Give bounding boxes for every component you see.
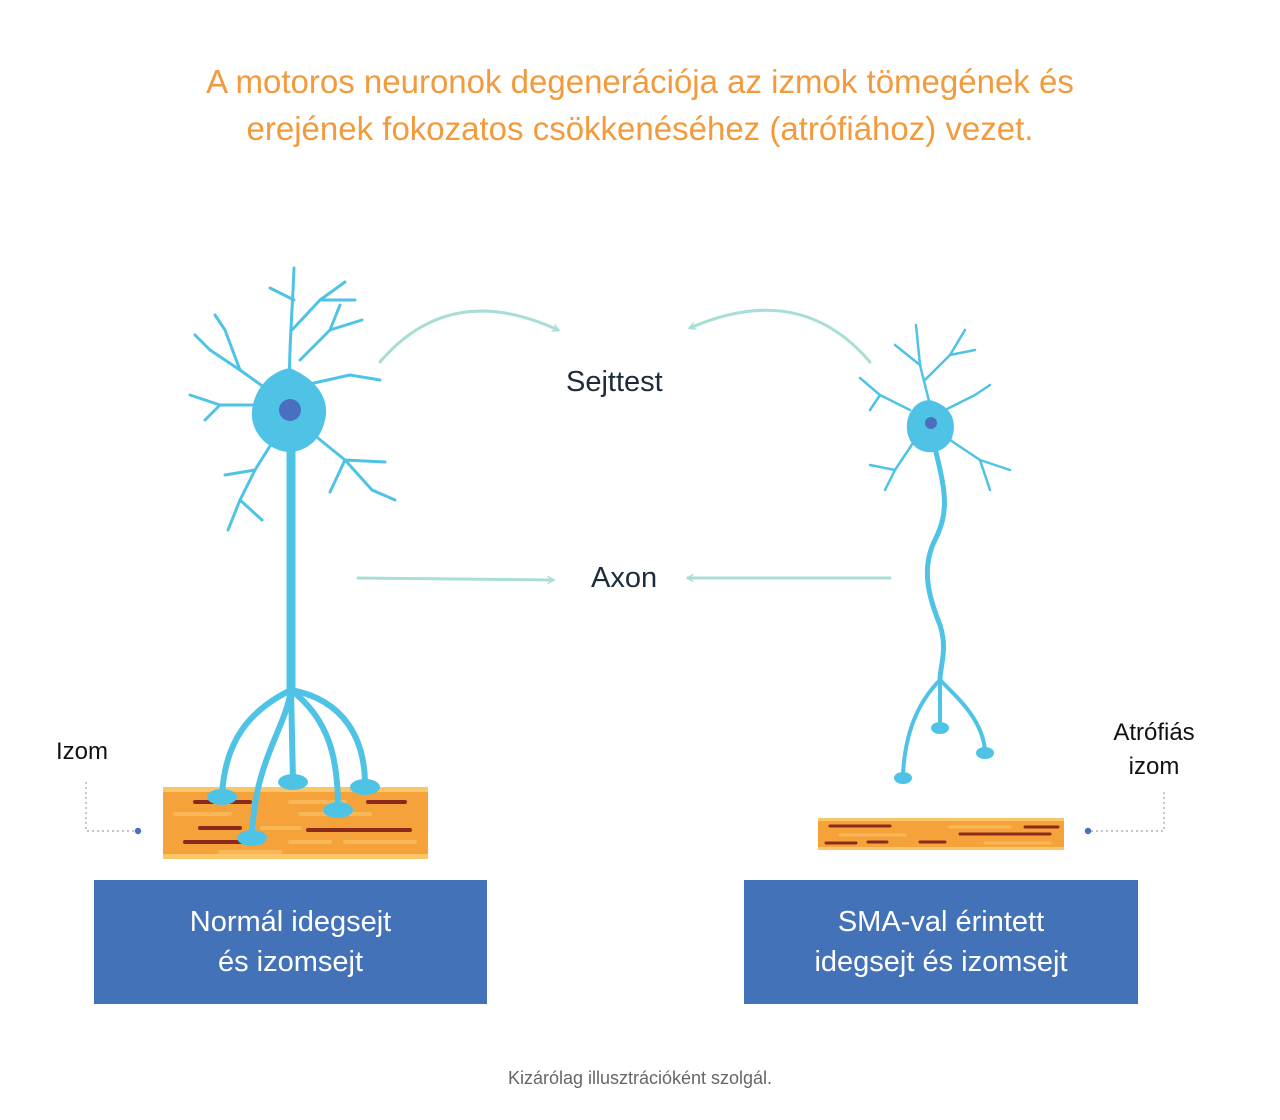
cell-body-label: Sejttest <box>566 366 663 398</box>
normal-neuron <box>188 266 397 846</box>
atrophic-muscle <box>818 818 1064 850</box>
sma-cell-box: SMA-val érintett idegsejt és izomsejt <box>744 880 1138 1004</box>
title-line-1: A motoros neuronok degenerációja az izmo… <box>206 63 1074 100</box>
sma-box-line-1: SMA-val érintett <box>837 906 1045 938</box>
arrow-cell-body-right <box>687 308 872 364</box>
muscle-leader-line <box>85 782 135 832</box>
sma-nucleus <box>925 417 937 429</box>
normal-muscle <box>163 787 428 859</box>
atrophic-muscle-label: Atrófiás izom <box>1096 716 1212 784</box>
sma-neuron <box>858 323 1012 784</box>
normal-box-line-2: és izomsejt <box>217 946 364 978</box>
diagram-title: A motoros neuronok degenerációja az izmo… <box>60 58 1220 152</box>
arrow-cell-body-left <box>378 309 561 364</box>
disclaimer-footer: Kizárólag illusztrációként szolgál. <box>507 1068 773 1088</box>
atrophic-muscle-label-line-1: Atrófiás <box>1113 719 1195 746</box>
axon-label: Axon <box>591 562 658 594</box>
normal-nucleus <box>279 399 301 421</box>
sma-box-line-2: idegsejt és izomsejt <box>814 946 1068 978</box>
atrophic-muscle-leader-dot <box>1084 827 1092 835</box>
atrophic-muscle-label-line-2: izom <box>1128 753 1180 780</box>
normal-box-line-1: Normál idegsejt <box>189 906 392 938</box>
muscle-label: Izom <box>56 738 109 765</box>
muscle-leader-dot <box>134 827 142 835</box>
arrow-axon-left <box>356 575 556 585</box>
normal-cell-box: Normál idegsejt és izomsejt <box>94 880 487 1004</box>
title-line-2: erejének fokozatos csökkenéséhez (atrófi… <box>246 110 1034 147</box>
atrophic-muscle-leader-line <box>1090 792 1165 832</box>
